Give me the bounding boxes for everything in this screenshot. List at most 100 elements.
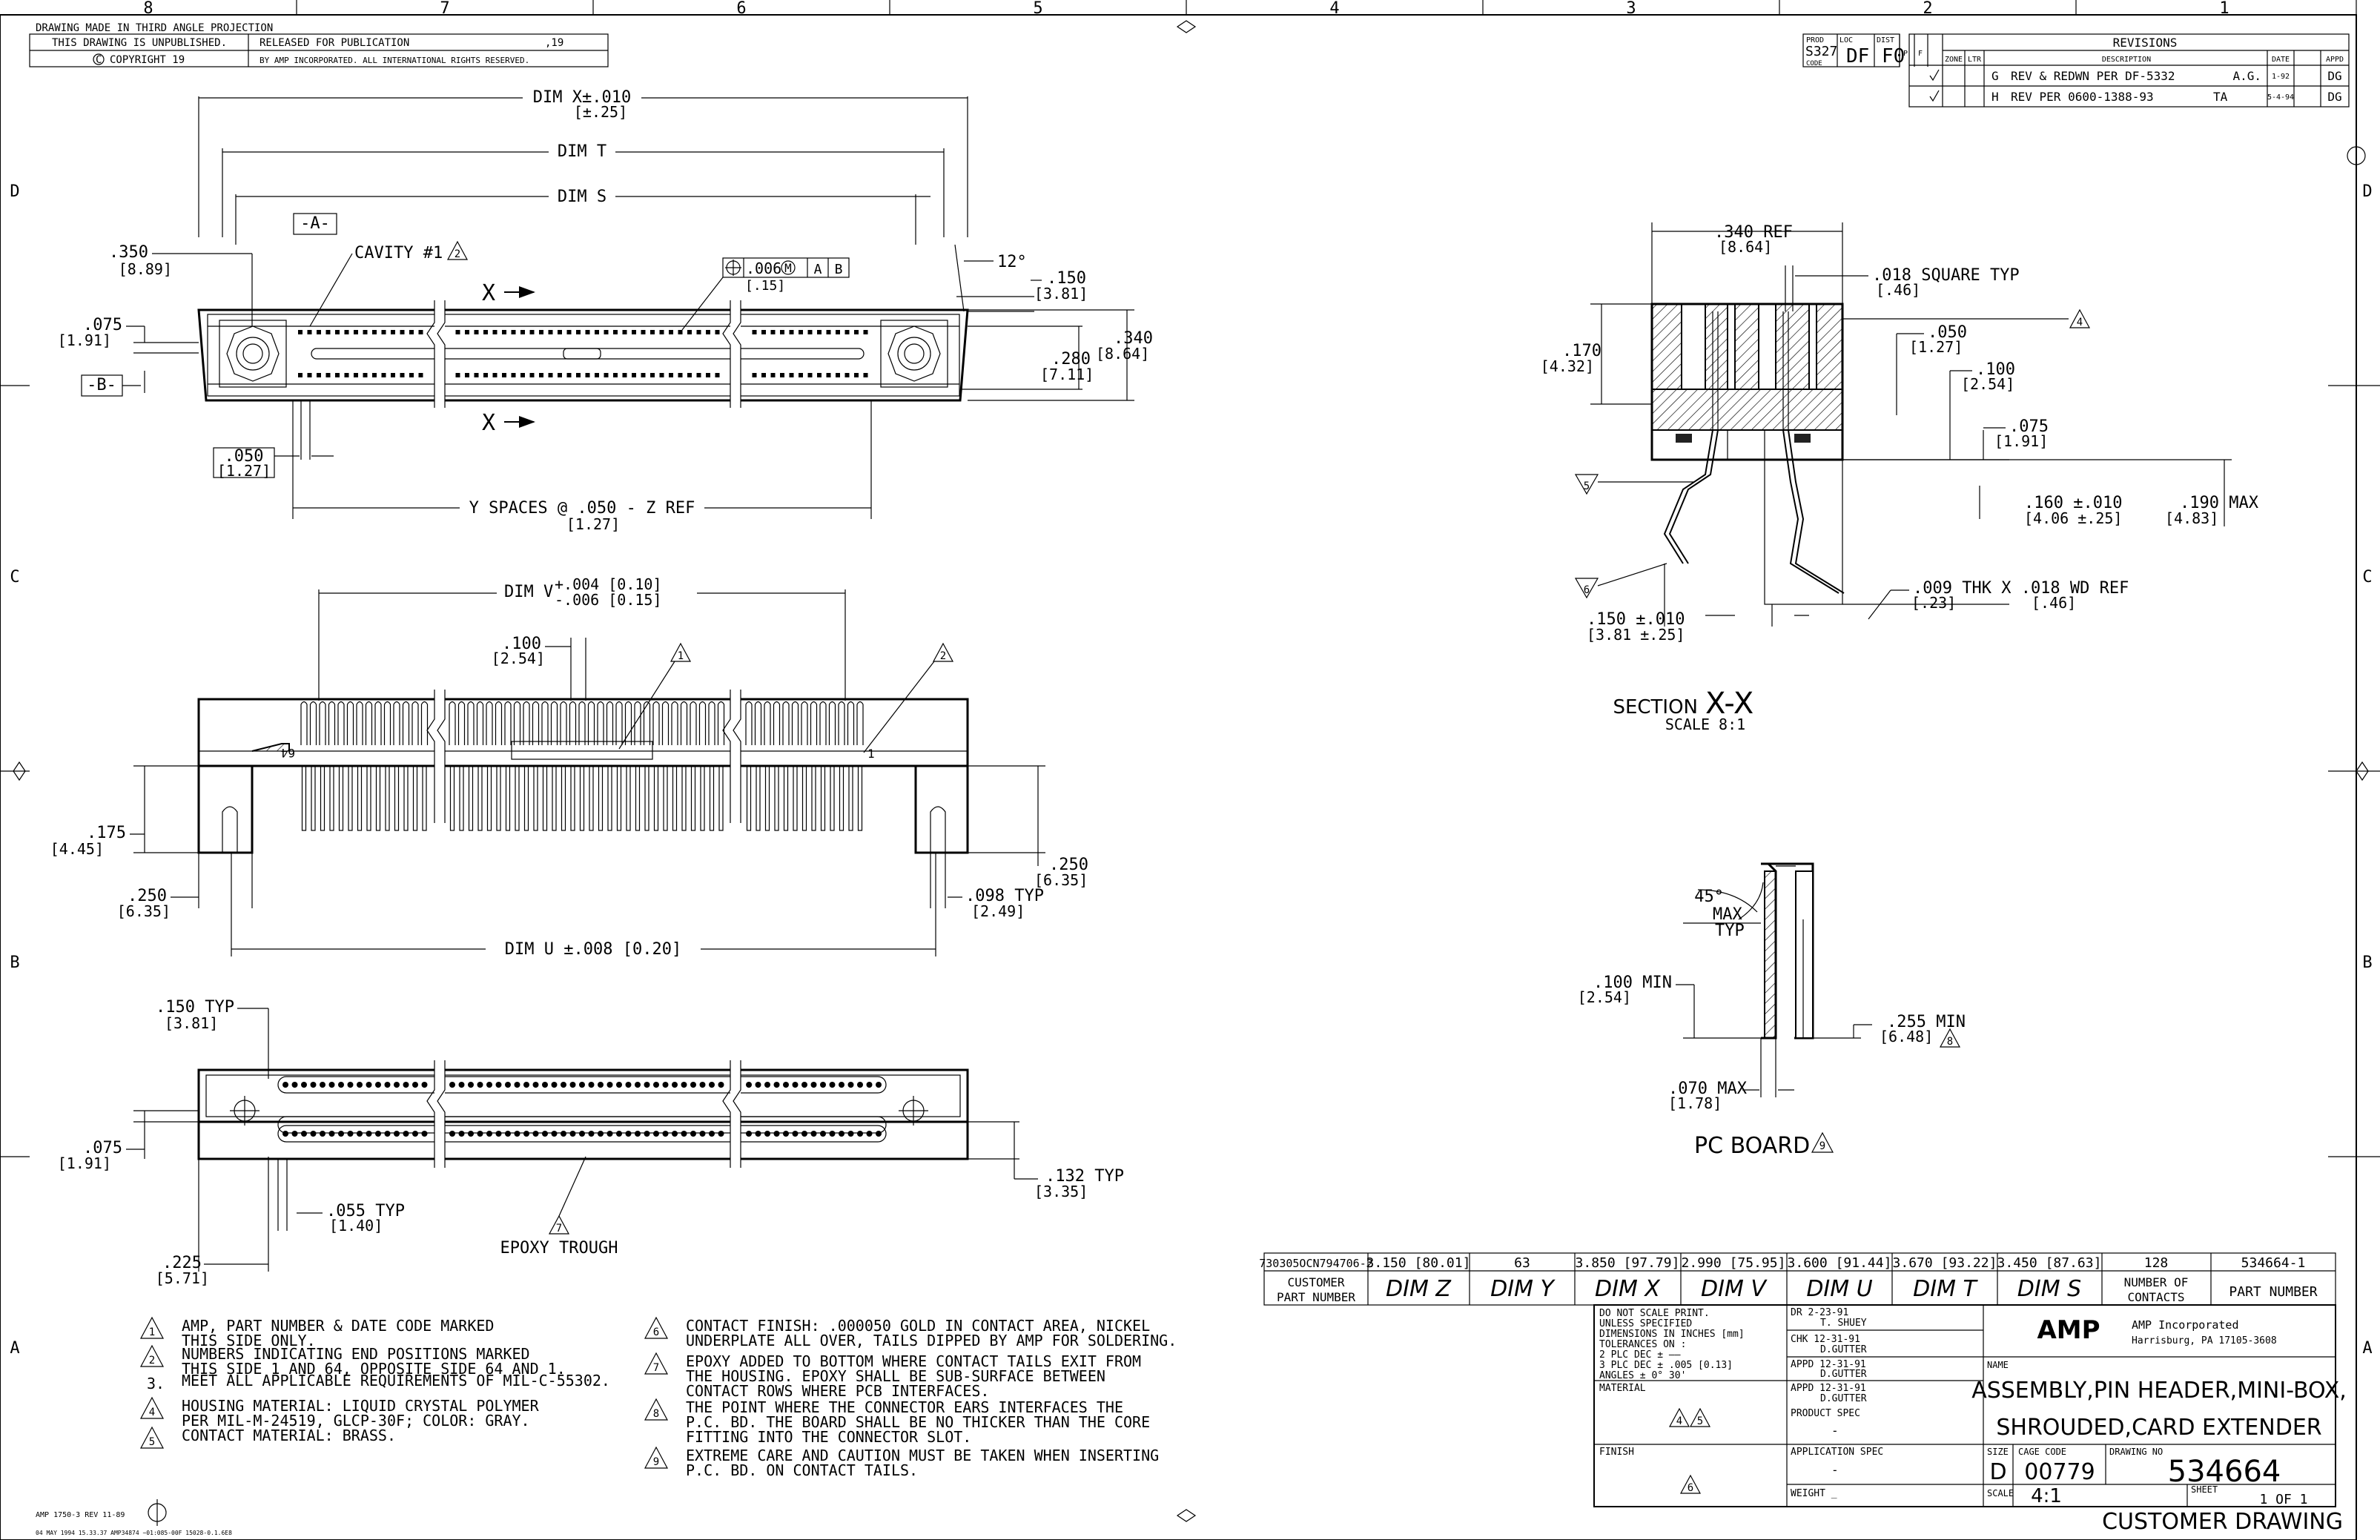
pin xyxy=(477,1131,483,1137)
pin xyxy=(598,1131,604,1137)
pin xyxy=(632,373,636,377)
dim-075-section-mm: [1.91] xyxy=(1994,432,2048,450)
contact-window xyxy=(532,701,540,745)
table-header: DIM V xyxy=(1701,1276,1768,1302)
note-text: P.C. BD. ON CONTACT TAILS. xyxy=(686,1461,918,1479)
contact-tail xyxy=(644,765,649,831)
front-view: DIM V +.004 [0.10] -.006 [0.15] .100 [2.… xyxy=(50,575,1088,959)
pin xyxy=(699,1082,706,1088)
pin xyxy=(477,1082,483,1088)
pin xyxy=(678,330,683,334)
table-cell: 730305OCN794706-2 xyxy=(1259,1257,1373,1270)
pin xyxy=(325,330,331,334)
contact-window xyxy=(541,701,549,745)
pin xyxy=(687,330,692,334)
check-mark-icon xyxy=(1929,90,1940,102)
dim-s-label: DIM S xyxy=(558,188,606,206)
contact-tail xyxy=(348,765,353,831)
dim-u-label: DIM U ±.008 [0.20] xyxy=(505,940,681,959)
contact-window xyxy=(624,701,632,745)
pin xyxy=(854,330,859,334)
flag-triangle-icon xyxy=(932,642,954,662)
rev-description: REV & REDWN PER DF-5332 xyxy=(2011,69,2175,83)
pin xyxy=(483,373,488,377)
pin xyxy=(381,330,386,334)
revisions-title: REVISIONS xyxy=(2113,36,2178,50)
contact-tail xyxy=(589,765,594,831)
dim-150-tol: .150 ±.010 xyxy=(1587,610,1685,629)
contact-tail xyxy=(746,765,752,831)
table-header: NUMBER OF xyxy=(2124,1275,2189,1289)
projection-note: DRAWING MADE IN THIRD ANGLE PROJECTION xyxy=(36,22,273,34)
pin xyxy=(844,373,850,377)
pin xyxy=(539,330,543,334)
contact-tail xyxy=(626,765,631,831)
contact-window xyxy=(356,701,363,745)
svg-text:SCALE: SCALE xyxy=(1987,1488,2014,1498)
svg-text:DRAWING NO: DRAWING NO xyxy=(2109,1447,2163,1457)
svg-text:[.15]: [.15] xyxy=(745,278,785,294)
pin xyxy=(569,1082,576,1088)
svg-text:ANGLES ± 0° 30': ANGLES ± 0° 30' xyxy=(1599,1370,1686,1381)
contact-tail xyxy=(820,765,826,831)
svg-text:M: M xyxy=(784,261,792,275)
pin xyxy=(595,330,599,334)
contact-window xyxy=(393,701,400,745)
contact-window xyxy=(402,701,410,745)
flag-triangle-icon xyxy=(670,642,692,662)
header-block: DRAWING MADE IN THIRD ANGLE PROJECTION T… xyxy=(29,22,609,67)
contact-window xyxy=(828,701,836,745)
zone-label-left: A xyxy=(10,1339,19,1358)
table-cell: 128 xyxy=(2144,1255,2169,1271)
svg-text:F: F xyxy=(1918,50,1923,58)
pin xyxy=(532,1082,539,1088)
pin xyxy=(301,1082,307,1088)
svg-text:LTR: LTR xyxy=(1968,56,1982,64)
note-text: THIS SIDE ONLY. xyxy=(182,1332,316,1349)
dim-070-max-mm: [1.78] xyxy=(1668,1094,1722,1112)
pin xyxy=(696,373,701,377)
pin xyxy=(561,1131,566,1137)
contact-tail xyxy=(486,765,492,831)
dim-225: .225 xyxy=(162,1254,202,1272)
flag-triangle-icon xyxy=(1679,1474,1702,1494)
note-number: 2 xyxy=(149,1355,155,1366)
svg-text:APPD 12-31-91: APPD 12-31-91 xyxy=(1791,1383,1866,1394)
dim-132-typ-mm: [3.35] xyxy=(1034,1183,1088,1200)
contact-tail xyxy=(357,765,363,831)
pin xyxy=(394,1131,400,1137)
pin xyxy=(826,330,831,334)
dim-150: .150 xyxy=(1047,269,1086,288)
contact-tail xyxy=(449,765,455,831)
table-header: DIM Y xyxy=(1490,1276,1556,1302)
dim-160: .160 ±.010 xyxy=(2024,494,2122,512)
pin xyxy=(780,373,784,377)
pin xyxy=(357,1082,363,1088)
table-header: DIM U xyxy=(1806,1276,1872,1302)
pin xyxy=(474,373,479,377)
dim-255-min: .255 MIN xyxy=(1887,1013,1966,1031)
flag-triangle-icon xyxy=(1668,1407,1690,1427)
svg-text:D.GUTTER: D.GUTTER xyxy=(1820,1393,1867,1404)
pin xyxy=(854,373,859,377)
dim-100-mm: [2.54] xyxy=(492,650,545,667)
pin xyxy=(817,373,822,377)
angle-max: MAX xyxy=(1713,905,1742,924)
pin xyxy=(820,1082,826,1088)
pin xyxy=(839,1082,844,1088)
svg-text:-: - xyxy=(1831,1463,1839,1477)
contact-tail xyxy=(653,765,659,831)
cavity-label: CAVITY #1 xyxy=(354,244,443,262)
dim-t-label: DIM T xyxy=(558,142,606,161)
contact-tail xyxy=(515,765,520,831)
dim-255-min-mm: [6.48] xyxy=(1880,1028,1933,1045)
pin xyxy=(585,373,590,377)
pin xyxy=(465,373,469,377)
pin xyxy=(876,1131,882,1137)
pin xyxy=(363,330,368,334)
contact-tail xyxy=(607,765,612,831)
pin xyxy=(662,1082,669,1088)
contact-tail xyxy=(412,765,418,831)
rev-appd: DG xyxy=(2327,90,2341,104)
contact-window xyxy=(300,701,308,745)
